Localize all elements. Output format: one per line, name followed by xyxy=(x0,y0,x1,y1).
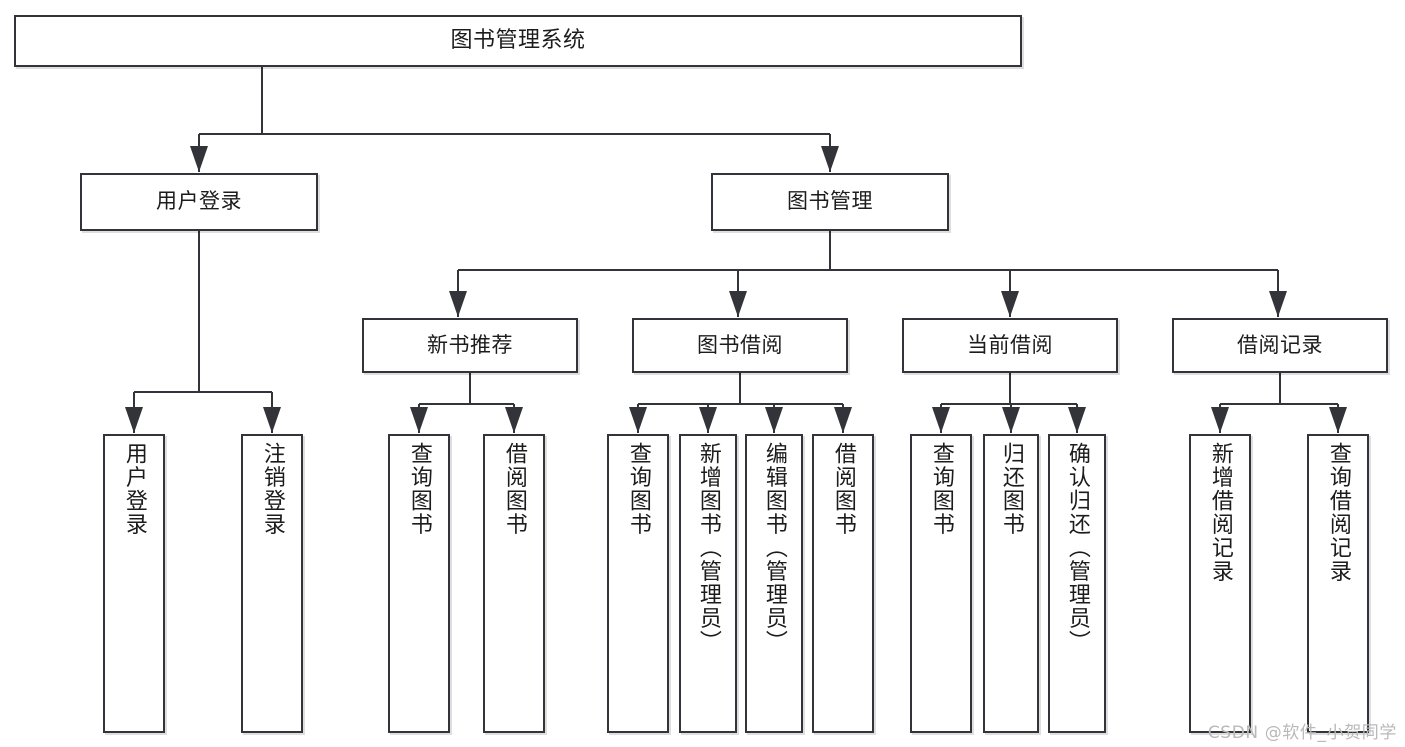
node-label: 新书推荐 xyxy=(427,332,513,357)
arrow-head xyxy=(834,407,852,433)
node-level1-1[interactable]: 图书管理 xyxy=(711,173,949,231)
node-leaf-4[interactable]: 查询图书 xyxy=(607,434,669,733)
node-leaf-10[interactable]: 确认归还（管理员） xyxy=(1048,434,1106,733)
arrow-head xyxy=(821,146,839,172)
node-label: 借阅图书 xyxy=(501,442,527,536)
node-label: 查询借阅记录 xyxy=(1325,442,1351,583)
node-label: 图书管理 xyxy=(787,189,873,214)
node-leaf-7[interactable]: 借阅图书 xyxy=(812,434,874,733)
node-level2-0[interactable]: 新书推荐 xyxy=(362,318,578,373)
arrow-head xyxy=(629,407,647,433)
node-leaf-8[interactable]: 查询图书 xyxy=(910,434,972,733)
node-label: 查询图书 xyxy=(406,442,432,536)
node-label: 编辑图书（管理员） xyxy=(761,442,787,654)
node-label: 用户登录 xyxy=(121,442,147,536)
arrow-head xyxy=(263,407,281,433)
node-root-system[interactable]: 图书管理系统 xyxy=(14,15,1022,67)
arrow-head xyxy=(190,146,208,172)
arrow-head xyxy=(1001,291,1019,317)
arrow-head xyxy=(125,407,143,433)
node-leaf-2[interactable]: 查询图书 xyxy=(388,434,450,733)
arrow-head xyxy=(932,407,950,433)
arrow-head xyxy=(765,407,783,433)
arrow-head xyxy=(699,407,717,433)
arrow-head xyxy=(449,291,467,317)
watermark: CSDN @软件_小贺同学 xyxy=(1207,723,1397,743)
arrow-head xyxy=(729,291,747,317)
arrow-head xyxy=(505,407,523,433)
node-label: 当前借阅 xyxy=(967,332,1053,357)
node-level2-2[interactable]: 当前借阅 xyxy=(902,318,1118,373)
arrow-head xyxy=(1002,407,1020,433)
node-level2-1[interactable]: 图书借阅 xyxy=(632,318,848,373)
node-label: 用户登录 xyxy=(156,189,242,214)
arrow-head xyxy=(1329,407,1347,433)
arrow-head xyxy=(1269,291,1287,317)
arrow-head xyxy=(410,407,428,433)
arrow-head xyxy=(1211,407,1229,433)
node-leaf-9[interactable]: 归还图书 xyxy=(983,434,1039,733)
node-label: 查询图书 xyxy=(625,442,651,536)
node-label: 新增借阅记录 xyxy=(1207,442,1233,583)
node-level1-0[interactable]: 用户登录 xyxy=(80,173,318,231)
node-leaf-3[interactable]: 借阅图书 xyxy=(483,434,545,733)
node-leaf-1[interactable]: 注销登录 xyxy=(241,434,303,733)
node-leaf-0[interactable]: 用户登录 xyxy=(103,434,165,733)
node-leaf-5[interactable]: 新增图书（管理员） xyxy=(679,434,737,733)
node-label: 新增图书（管理员） xyxy=(695,442,721,654)
node-label: 归还图书 xyxy=(998,442,1024,536)
node-label: 图书管理系统 xyxy=(450,27,586,53)
node-level2-3[interactable]: 借阅记录 xyxy=(1172,318,1388,373)
node-label: 查询图书 xyxy=(928,442,954,536)
node-label: 借阅图书 xyxy=(830,442,856,536)
node-leaf-6[interactable]: 编辑图书（管理员） xyxy=(745,434,803,733)
node-label: 确认归还（管理员） xyxy=(1064,442,1090,654)
node-leaf-12[interactable]: 查询借阅记录 xyxy=(1307,434,1369,733)
arrow-head xyxy=(1068,407,1086,433)
node-label: 图书借阅 xyxy=(697,332,783,357)
node-label: 注销登录 xyxy=(259,442,285,536)
node-leaf-11[interactable]: 新增借阅记录 xyxy=(1189,434,1251,733)
node-label: 借阅记录 xyxy=(1237,332,1323,357)
